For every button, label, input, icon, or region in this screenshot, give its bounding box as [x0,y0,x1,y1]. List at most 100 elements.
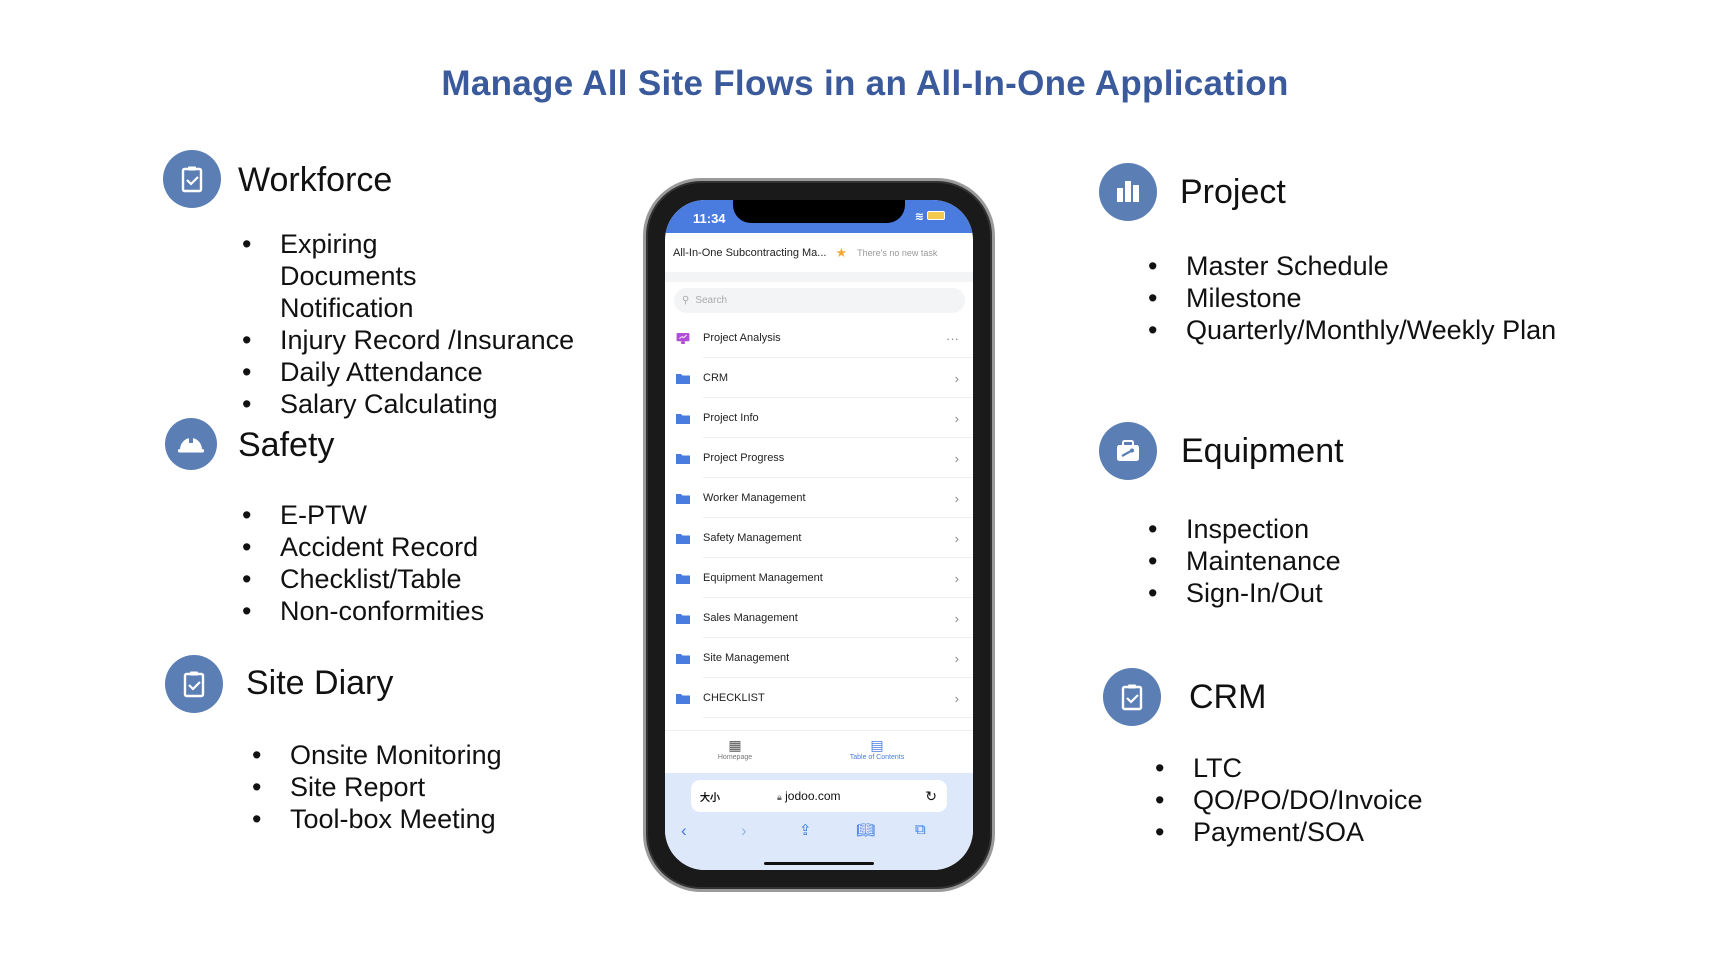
chevron-right-icon: › [954,570,959,586]
tab-label: Homepage [717,754,753,761]
list-item: •Quarterly/Monthly/Weekly Plan [1148,315,1557,345]
app-title: All-In-One Subcontracting Ma... [673,246,827,259]
status-time: 11:34 [693,211,726,226]
list-item: •Onsite Monitoring [252,740,502,770]
list-item: •LTC [1155,753,1243,783]
section-heading-workforce: Workforce [238,161,393,199]
crm-list: •LTC •QO/PO/DO/Invoice •Payment/SOA [1155,752,1423,848]
menu-row[interactable]: Project Analysis··· [665,318,973,358]
equipment-list: •Inspection •Maintenance •Sign-In/Out [1148,513,1341,609]
phone-screen: 11:34 ≋ All-In-One Subcontracting Ma... … [665,200,973,870]
list-item: •Milestone [1148,283,1302,313]
menu-row-label: Sales Management [703,612,798,624]
forward-icon[interactable]: › [741,821,747,840]
list-item: •Payment/SOA [1155,817,1365,847]
search-input[interactable]: ⚲ Search [674,288,965,313]
folder-icon [676,453,690,464]
menu-row-label: Project Info [703,412,759,424]
menu-row[interactable]: Project Info › [665,398,973,438]
list-item: •Daily Attendance [242,357,483,387]
url-text: 🔒︎ jodoo.com [777,789,841,803]
status-bar: 11:34 ≋ [665,200,973,233]
tab-homepage[interactable]: ▦ Homepage [705,737,765,761]
tab-table-of-contents[interactable]: ▤ Table of Contents [837,737,917,761]
task-status[interactable]: There's no new task [857,247,938,258]
menu-row[interactable]: CRM › [665,358,973,398]
search-placeholder: Search [695,295,728,306]
menu-row[interactable]: Project Progress› [665,438,973,478]
list-item: •Accident Record [242,532,479,562]
list-item: •Master Schedule [1148,251,1389,281]
menu-row-label: Equipment Management [703,572,823,584]
folder-icon [676,413,690,424]
list-item: •Injury Record /Insurance [242,325,575,355]
folder-icon [676,533,690,544]
row-divider [703,357,973,358]
more-icon[interactable]: ··· [946,330,959,346]
back-icon[interactable]: ‹ [681,821,687,840]
chevron-right-icon: › [954,530,959,546]
section-heading-equipment: Equipment [1181,432,1344,470]
menu-row[interactable]: Sales Management › [665,598,973,638]
list-item: •Maintenance [1148,546,1341,576]
menu-row[interactable]: CHECKLIST› [665,678,973,718]
chevron-right-icon: › [954,650,959,666]
chevron-right-icon: › [954,490,959,506]
bar-chart-icon [1099,163,1157,221]
menu-row-label: Safety Management [703,532,802,544]
page-title: Manage All Site Flows in an All-In-One A… [441,64,1289,103]
menu-row[interactable]: Site Management › [665,638,973,678]
row-divider [703,397,973,398]
row-divider [703,437,973,438]
list-item: •E-PTW [242,500,367,530]
list-item: •Expiring Documents Notification [242,229,417,323]
clipboard-check-icon [1103,668,1161,726]
folder-icon [676,613,690,624]
section-heading-site-diary: Site Diary [246,664,394,702]
menu-row-label: Worker Management [703,492,806,504]
star-icon[interactable]: ★ [835,244,848,260]
row-divider [703,677,973,678]
chevron-right-icon: › [954,370,959,386]
folder-icon [676,373,690,384]
list-item: •Salary Calculating [242,389,498,419]
wifi-battery-icon: ≋ [915,210,945,223]
site-diary-list: •Onsite Monitoring •Site Report •Tool-bo… [252,739,502,835]
notch [733,200,905,223]
folder-icon [676,693,690,704]
address-bar[interactable]: 大小 🔒︎ jodoo.com ↻ [691,780,947,812]
share-icon[interactable]: ⇪ [799,822,812,839]
text-size-button[interactable]: 大小 [700,792,720,804]
chevron-right-icon: › [954,410,959,426]
folder-icon [676,573,690,584]
folder-icon [676,653,690,664]
chevron-right-icon: › [954,450,959,466]
search-icon: ⚲ [682,295,690,306]
list-item: •Tool-box Meeting [252,804,496,834]
folder-icon [676,493,690,504]
menu-row[interactable]: Equipment Management › [665,558,973,598]
section-heading-project: Project [1180,173,1286,211]
list-item: •Non-conformities [242,596,485,626]
clipboard-check-icon [165,655,223,713]
hard-hat-icon [165,418,217,470]
safety-list: •E-PTW •Accident Record •Checklist/Table… [242,499,485,627]
menu-row-label: Site Management [703,652,790,664]
divider-band [665,272,973,282]
bookmarks-icon[interactable]: 📖︎ [856,822,876,839]
grid-icon: ▦ [728,737,742,753]
reload-icon[interactable]: ↻ [925,787,937,804]
section-heading-safety: Safety [238,426,335,464]
lock-icon: 🔒︎ [777,792,782,802]
tabs-icon[interactable]: ⧉ [915,821,926,838]
menu-row-label: CRM [703,372,729,384]
project-list: •Master Schedule •Milestone •Quarterly/M… [1148,250,1557,346]
menu-row-label: CHECKLIST [703,692,765,704]
section-heading-crm: CRM [1189,678,1267,716]
chevron-right-icon: › [954,610,959,626]
menu-row[interactable]: Worker Management › [665,478,973,518]
menu-row[interactable]: Safety Management › [665,518,973,558]
app-header: All-In-One Subcontracting Ma... ★ There'… [665,233,973,272]
dashboard-icon [676,332,690,344]
document-icon: ▤ [870,737,884,753]
